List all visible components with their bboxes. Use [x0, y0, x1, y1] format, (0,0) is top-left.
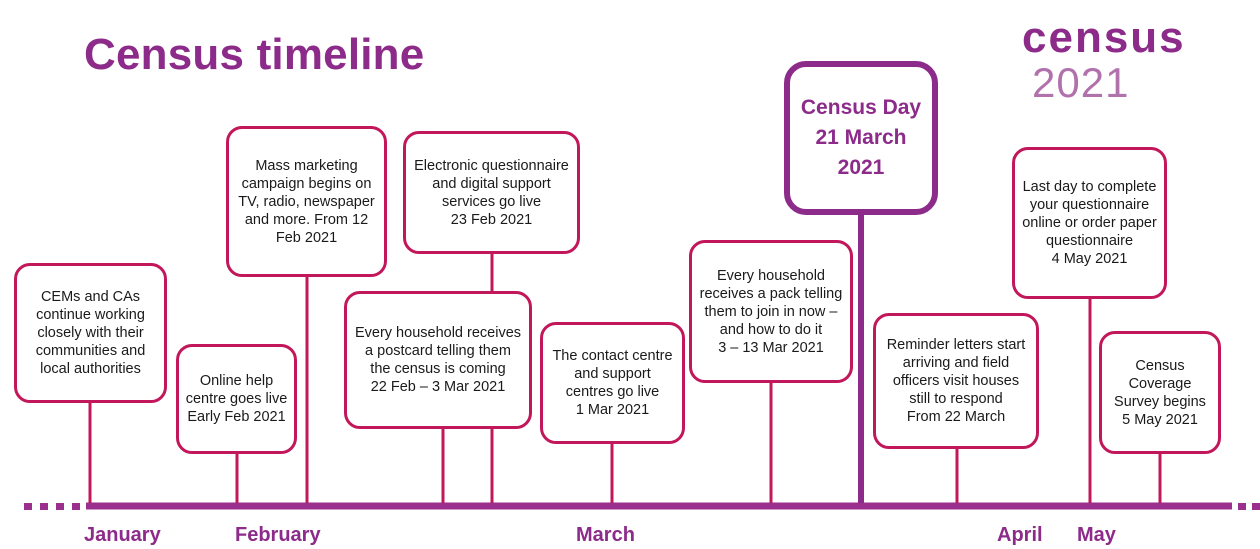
month-february: February	[235, 524, 321, 546]
logo-wordmark: census	[1022, 13, 1186, 62]
month-may: May	[1077, 524, 1116, 546]
event-online-help-centre: Online help centre goes live Early Feb 2…	[176, 344, 297, 454]
event-electronic-questionnaire: Electronic questionnaire and digital sup…	[403, 131, 580, 254]
event-contact-centre: The contact centre and support centres g…	[540, 322, 685, 444]
logo-year: 2021	[1032, 59, 1130, 106]
event-household-pack: Every household receives a pack telling …	[689, 240, 853, 383]
census-2021-logo: census 2021	[1022, 13, 1242, 106]
event-last-day: Last day to complete your questionnaire …	[1012, 147, 1167, 299]
event-coverage-survey: Census Coverage Survey begins 5 May 2021	[1099, 331, 1221, 454]
event-mass-marketing: Mass marketing campaign begins on TV, ra…	[226, 126, 387, 277]
month-march: March	[576, 524, 635, 546]
month-january: January	[84, 524, 161, 546]
event-postcard: Every household receives a postcard tell…	[344, 291, 532, 429]
axis-dashes	[24, 503, 1260, 510]
page-title: Census timeline	[84, 30, 425, 79]
month-april: April	[997, 524, 1043, 546]
event-reminder-letters: Reminder letters start arriving and fiel…	[873, 313, 1039, 449]
event-census-day: Census Day 21 March 2021	[784, 61, 938, 215]
event-cems-and-cas: CEMs and CAs continue working closely wi…	[14, 263, 167, 403]
